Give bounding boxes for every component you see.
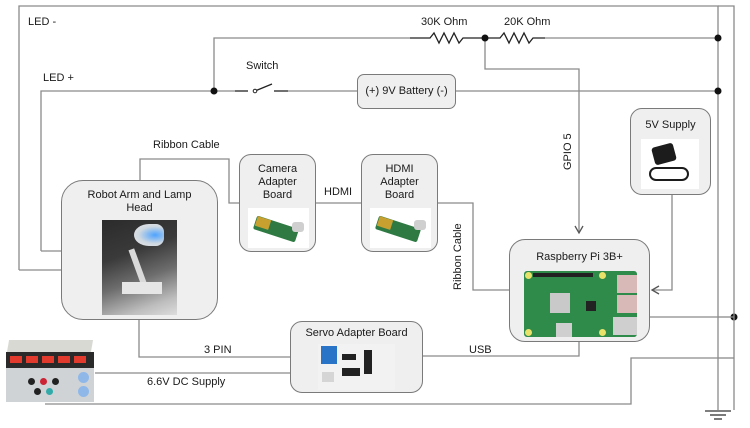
terminal-icon (28, 378, 35, 385)
robot-arm-photo (102, 220, 177, 315)
junction-led-plus (210, 87, 218, 95)
robot-arm-label: Robot Arm and Lamp Head (87, 189, 192, 214)
label-usb: USB (469, 344, 492, 356)
label-switch: Switch (246, 60, 279, 72)
label-ribbon-cable-side: Ribbon Cable (452, 223, 464, 290)
camera-adapter-photo (248, 208, 309, 248)
servo-adapter-node: Servo Adapter Board (290, 321, 423, 393)
display-panel-icon (6, 352, 94, 368)
camera-adapter-node: Camera Adapter Board (239, 154, 316, 252)
five-v-supply-node: 5V Supply (630, 108, 711, 195)
terminal-block-icon (321, 346, 337, 364)
label-resistor-30k: 30K Ohm (421, 16, 468, 28)
wire-led-plus (40, 90, 235, 251)
wire-5v (652, 194, 673, 291)
ethernet-port-icon (613, 317, 637, 335)
pin-header-icon (364, 350, 372, 374)
wire-ribbon-side (437, 202, 509, 291)
led-digits-icon (10, 356, 90, 363)
wire-ribbon-top (139, 158, 240, 204)
hdmi-port-icon (556, 323, 572, 337)
lamp-head-icon (134, 224, 164, 246)
label-dc-supply: 6.6V DC Supply (147, 376, 226, 388)
mount-hole-icon (525, 272, 532, 279)
hdmi-adapter-label: HDMI Adapter Board (380, 163, 419, 201)
soc-chip-icon (550, 293, 570, 313)
gpio-header-icon (533, 273, 593, 277)
terminal-icon (46, 388, 53, 395)
mount-hole-icon (525, 329, 532, 336)
arm-base-icon (122, 282, 162, 294)
bench-power-supply-photo (6, 338, 96, 408)
terminal-icon (40, 378, 47, 385)
label-gpio5: GPIO 5 (562, 133, 574, 170)
battery-label: (+) 9V Battery (-) (365, 85, 448, 97)
resistor-30k (410, 31, 485, 45)
label-led-plus: LED + (43, 72, 74, 84)
usb-port-icon (617, 275, 637, 293)
label-resistor-20k: 20K Ohm (504, 16, 551, 28)
knob-icon (78, 386, 89, 397)
chip-icon (586, 301, 596, 311)
chip-icon (342, 354, 356, 360)
wire-to-resistors (213, 37, 410, 91)
label-led-minus: LED - (28, 16, 57, 28)
switch-blade (254, 83, 273, 92)
usb-port-icon (617, 295, 637, 313)
wire-gpio5 (484, 38, 580, 232)
servo-board-photo (318, 344, 395, 390)
wire-led-minus (18, 5, 719, 410)
5v-arrow (650, 285, 660, 295)
wire-right-rail (718, 5, 735, 410)
label-3-pin: 3 PIN (204, 344, 232, 356)
cable-icon (649, 167, 689, 181)
lens-icon (292, 222, 304, 232)
terminal-icon (34, 388, 41, 395)
servo-adapter-label: Servo Adapter Board (305, 327, 408, 339)
junction-rail-top (714, 34, 722, 42)
chip-icon (342, 368, 360, 376)
raspberry-pi-label: Raspberry Pi 3B+ (536, 251, 623, 263)
raspberry-pi-photo (524, 271, 637, 337)
robot-arm-node: Robot Arm and Lamp Head (61, 180, 218, 320)
raspberry-pi-node: Raspberry Pi 3B+ (509, 239, 650, 342)
wire-bottom-return (45, 357, 718, 405)
wire-3pin (138, 320, 290, 358)
junction-rail-battery (714, 87, 722, 95)
front-panel-icon (6, 368, 94, 402)
five-v-supply-label: 5V Supply (645, 119, 696, 131)
gpio5-arrow (574, 225, 584, 235)
usb-connector-icon (322, 372, 334, 382)
power-adapter-photo (641, 139, 699, 189)
resistor-20k (485, 31, 545, 45)
lens-icon (414, 220, 426, 230)
battery-node: (+) 9V Battery (-) (357, 74, 456, 109)
junction-resistors (481, 34, 489, 42)
knob-icon (78, 372, 89, 383)
hdmi-adapter-photo (370, 208, 431, 248)
mount-hole-icon (599, 329, 606, 336)
mount-hole-icon (599, 272, 606, 279)
switch-pivot (252, 88, 258, 94)
label-ribbon-cable-top: Ribbon Cable (153, 139, 220, 151)
supply-top-icon (6, 340, 94, 352)
hdmi-adapter-node: HDMI Adapter Board (361, 154, 438, 252)
wire-usb (422, 341, 580, 357)
label-hdmi: HDMI (324, 186, 353, 198)
camera-adapter-label: Camera Adapter Board (257, 163, 298, 201)
terminal-icon (52, 378, 59, 385)
power-brick-icon (651, 142, 677, 166)
